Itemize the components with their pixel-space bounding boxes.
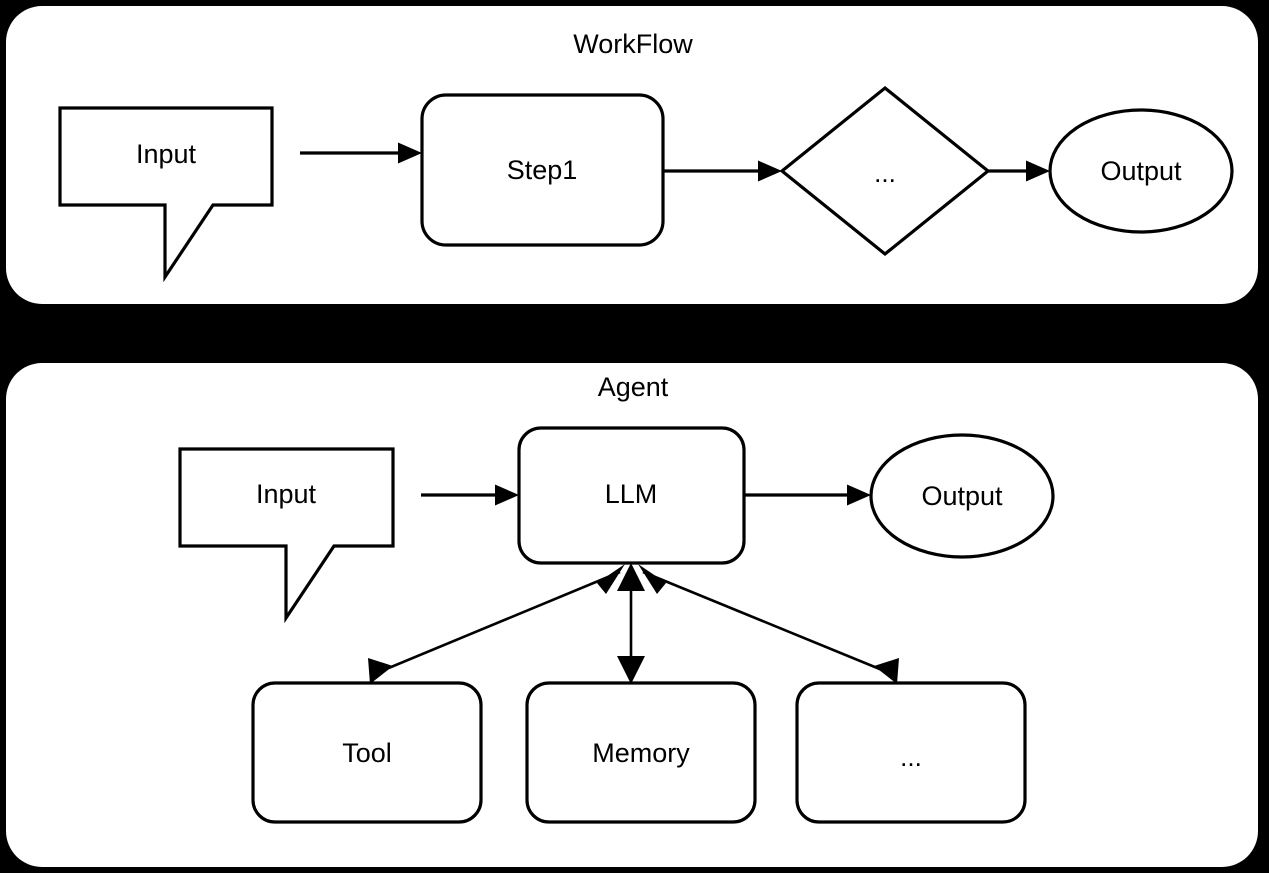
node-wf-ellipsis-label: ... bbox=[874, 158, 896, 188]
node-ag-output[interactable]: Output bbox=[869, 433, 1055, 559]
node-wf-ellipsis[interactable]: ... bbox=[779, 85, 991, 257]
edge-ag-llm-to-ellipsis bbox=[638, 564, 899, 684]
arrowhead-icon bbox=[847, 484, 871, 506]
node-wf-input[interactable]: Input bbox=[58, 106, 274, 283]
node-ag-tool-label: Tool bbox=[342, 738, 392, 768]
edge-line bbox=[642, 570, 888, 674]
arrowhead-icon-down bbox=[874, 658, 899, 684]
arrowhead-icon bbox=[398, 142, 422, 164]
edge-ag-llm-to-tool bbox=[368, 564, 625, 684]
node-ag-llm-label: LLM bbox=[605, 479, 658, 509]
ellipse-shape bbox=[1048, 108, 1234, 234]
arrowhead-icon-down bbox=[617, 656, 645, 684]
rounded-rect-shape bbox=[251, 681, 483, 824]
diamond-shape bbox=[779, 85, 991, 257]
panel-workflow-title: WorkFlow bbox=[573, 29, 693, 59]
arrowhead-icon bbox=[758, 160, 782, 182]
node-wf-output[interactable]: Output bbox=[1048, 108, 1234, 234]
arrowhead-icon bbox=[1026, 160, 1050, 182]
node-ag-ellipsis-label: ... bbox=[900, 742, 922, 772]
edge-ag-input-to-llm bbox=[421, 484, 519, 506]
edge-ag-llm-to-memory bbox=[617, 563, 645, 684]
node-ag-ellipsis[interactable]: ... bbox=[795, 681, 1027, 824]
callout-shape bbox=[58, 106, 274, 283]
edge-wf-step1-to-ellipsis bbox=[663, 160, 782, 182]
node-ag-memory-label: Memory bbox=[592, 738, 690, 768]
rounded-rect-shape bbox=[795, 681, 1027, 824]
panel-workflow: WorkFlow Input Step1 bbox=[6, 6, 1258, 304]
arrowhead-icon-up bbox=[597, 564, 625, 594]
node-ag-llm[interactable]: LLM bbox=[517, 426, 746, 565]
arrowhead-icon-down bbox=[368, 658, 393, 684]
node-wf-output-label: Output bbox=[1100, 156, 1182, 186]
arrowhead-icon-up bbox=[638, 564, 666, 594]
panel-agent-title: Agent bbox=[598, 372, 669, 402]
callout-shape bbox=[178, 447, 395, 624]
arrowhead-icon bbox=[495, 484, 519, 506]
edge-ag-llm-to-output bbox=[744, 484, 871, 506]
ellipse-shape bbox=[869, 433, 1055, 559]
edge-wf-ellipsis-to-output bbox=[988, 160, 1050, 182]
node-wf-input-label: Input bbox=[136, 139, 197, 169]
node-wf-step1-label: Step1 bbox=[507, 155, 578, 185]
arrowhead-icon-up bbox=[617, 563, 645, 591]
edge-wf-input-to-step1 bbox=[300, 142, 422, 164]
panel-agent: Agent Input LLM bbox=[6, 363, 1258, 867]
node-ag-memory[interactable]: Memory bbox=[525, 681, 757, 824]
node-wf-step1[interactable]: Step1 bbox=[420, 93, 665, 247]
node-ag-input[interactable]: Input bbox=[178, 447, 395, 624]
node-ag-input-label: Input bbox=[256, 479, 317, 509]
node-ag-tool[interactable]: Tool bbox=[251, 681, 483, 824]
node-ag-output-label: Output bbox=[921, 481, 1003, 511]
edge-line bbox=[378, 570, 621, 674]
rounded-rect-shape bbox=[525, 681, 757, 824]
